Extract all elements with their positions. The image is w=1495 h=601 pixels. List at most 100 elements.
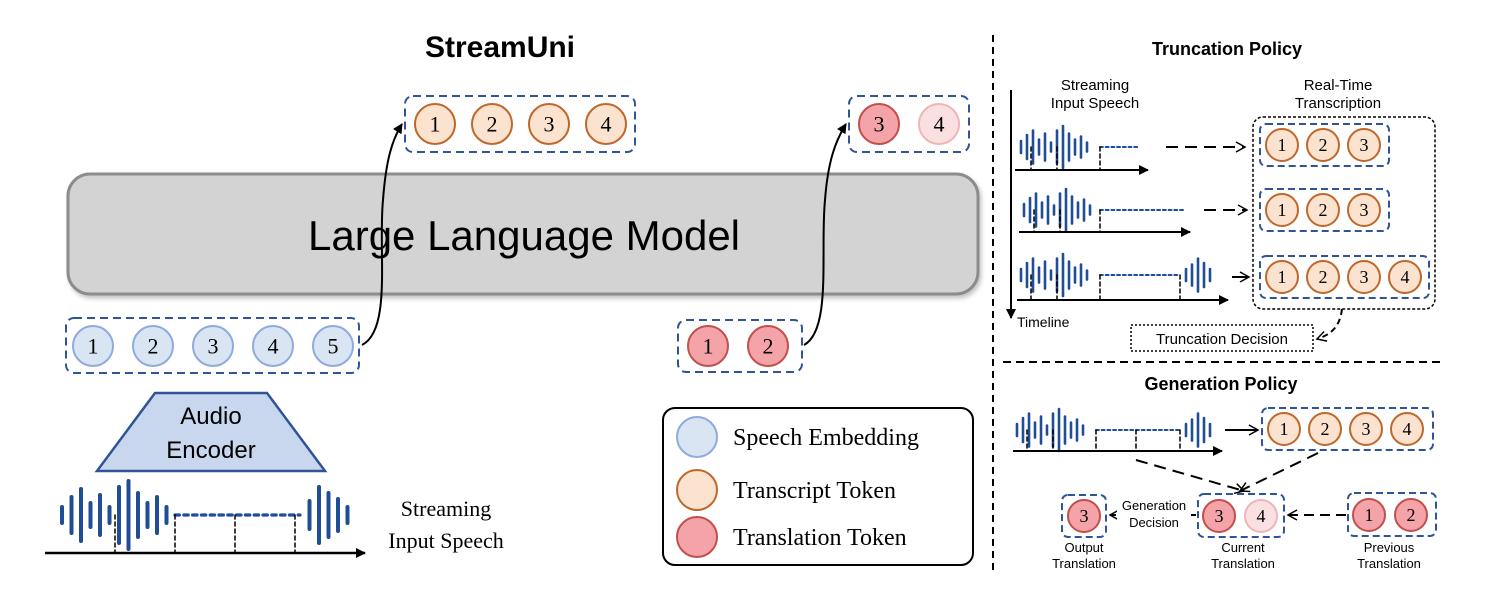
transcript-token-1-circle	[414, 103, 456, 145]
transcription-row-box-1	[1259, 123, 1390, 167]
gen-transcript-token-2-circle	[1308, 412, 1342, 446]
gen-current-token-1: 3	[1215, 506, 1224, 526]
transcription-row-box-2	[1259, 188, 1390, 232]
realtime-transcription-frame	[1252, 116, 1436, 310]
trunc-row1-token-1: 1	[1278, 135, 1287, 155]
trunc-row1-token-1-circle	[1265, 128, 1299, 162]
speech-token-4-circle	[252, 325, 294, 367]
legend-speech-swatch	[676, 416, 718, 458]
trunc-row2-token-1: 1	[1278, 200, 1287, 220]
gen-current-token-2-circle	[1244, 499, 1278, 533]
gen-transcript-token-1: 1	[1280, 419, 1289, 439]
trunc-row2-token-2: 2	[1319, 200, 1328, 220]
gen-transcript-token-3: 3	[1362, 419, 1371, 439]
output-translation-tokens: 3	[1067, 499, 1101, 533]
gen-current-token-1-circle	[1202, 499, 1236, 533]
generation-speech-to-current-arrow	[1135, 459, 1246, 495]
streamuni-title: StreamUni	[425, 31, 575, 64]
gen-transcript-token-4: 4	[1403, 419, 1412, 439]
transcript-output-box	[404, 95, 636, 153]
translation-output-token-1-circle	[858, 103, 900, 145]
translation-to-output-arrow	[803, 123, 847, 346]
timeline-label: Timeline	[1017, 314, 1070, 330]
streaming-input-label-2: Input Speech	[388, 528, 503, 553]
legend-translation-swatch	[676, 516, 718, 558]
gen-transcript-token-4-circle	[1390, 412, 1424, 446]
trunc-row3-token-1: 1	[1278, 267, 1287, 287]
trunc-row2-token-2-circle	[1306, 193, 1340, 227]
output-translation-label-1: Output	[1064, 540, 1103, 555]
truncation-input-label-2: Input Speech	[1051, 95, 1139, 112]
speech-token-2: 2	[148, 334, 159, 359]
trunc-row2-token-1-circle	[1265, 193, 1299, 227]
generation-decision-label-bg	[1117, 497, 1191, 529]
gen-transcript-token-1-circle	[1267, 412, 1301, 446]
output-translation-box	[1061, 494, 1107, 538]
truncation-input-label-1: Streaming	[1061, 77, 1129, 94]
current-translation-label-1: Current	[1221, 540, 1265, 555]
speech-token-3: 3	[208, 334, 219, 359]
translation-output-box	[848, 95, 970, 153]
gen-transcript-token-2: 2	[1321, 419, 1330, 439]
generation-transcript-to-current-arrow	[1238, 452, 1319, 493]
streaming-waveform	[60, 479, 350, 554]
trunc-row1-token-3: 3	[1360, 135, 1369, 155]
trunc-row2-token-3: 3	[1360, 200, 1369, 220]
generation-waveform	[1013, 407, 1223, 456]
generation-decision-label-2: Decision	[1129, 515, 1179, 530]
truncation-waveforms	[1015, 124, 1229, 305]
streaming-input-label-1: Streaming	[401, 496, 491, 521]
generation-title: Generation Policy	[1144, 374, 1297, 394]
trunc-row1-token-2-circle	[1306, 128, 1340, 162]
trunc-row3-token-4-circle	[1388, 260, 1422, 294]
generation-decision-label-1: Generation	[1122, 498, 1186, 513]
trunc-row3-token-1-circle	[1265, 260, 1299, 294]
legend-transcript-swatch	[676, 469, 718, 511]
truncation-title: Truncation Policy	[1152, 39, 1302, 59]
audio-encoder	[94, 391, 328, 473]
truncation-decision-arrow	[1315, 308, 1343, 342]
legend-box	[662, 407, 974, 566]
trunc-row3-token-4: 4	[1401, 267, 1410, 287]
transcript-token-1: 1	[430, 112, 441, 137]
translation-input-token-2-circle	[747, 325, 789, 367]
previous-translation-label-2: Translation	[1357, 556, 1421, 571]
trunc-row3-token-3: 3	[1360, 267, 1369, 287]
gen-previous-token-2-circle	[1394, 498, 1428, 532]
trunc-row3-token-3-circle	[1347, 260, 1381, 294]
current-translation-label-2: Translation	[1211, 556, 1275, 571]
gen-output-token-1-circle	[1067, 499, 1101, 533]
trunc-row2-token-3-circle	[1347, 193, 1381, 227]
translation-output-token-2: 4	[934, 112, 945, 137]
audio-encoder-label-2: Encoder	[166, 437, 255, 464]
transcript-token-2: 2	[487, 112, 498, 137]
trunc-row3-token-2: 2	[1319, 267, 1328, 287]
gen-previous-token-1: 1	[1365, 505, 1374, 525]
speech-token-1: 1	[88, 334, 99, 359]
legend-speech-label: Speech Embedding	[733, 425, 919, 451]
current-translation-box	[1197, 493, 1285, 538]
truncation-transcription-label-1: Real-Time	[1304, 77, 1373, 94]
translation-input-token-2: 2	[763, 334, 774, 359]
generation-transcript-tokens: 1 2 3 4	[1267, 412, 1424, 446]
translation-output-token-2-circle	[918, 103, 960, 145]
output-translation-label-2: Translation	[1052, 556, 1116, 571]
gen-output-token-1: 3	[1080, 506, 1089, 526]
llm-box	[66, 172, 980, 296]
transcription-row-box-3	[1259, 255, 1430, 299]
speech-token-5-circle	[312, 325, 354, 367]
gen-previous-token-1-circle	[1352, 498, 1386, 532]
transcript-token-3-circle	[528, 103, 570, 145]
translation-input-box	[677, 319, 803, 373]
transcript-token-4: 4	[601, 112, 612, 137]
translation-output-token-1: 3	[874, 112, 885, 137]
previous-translation-label-1: Previous	[1364, 540, 1415, 555]
